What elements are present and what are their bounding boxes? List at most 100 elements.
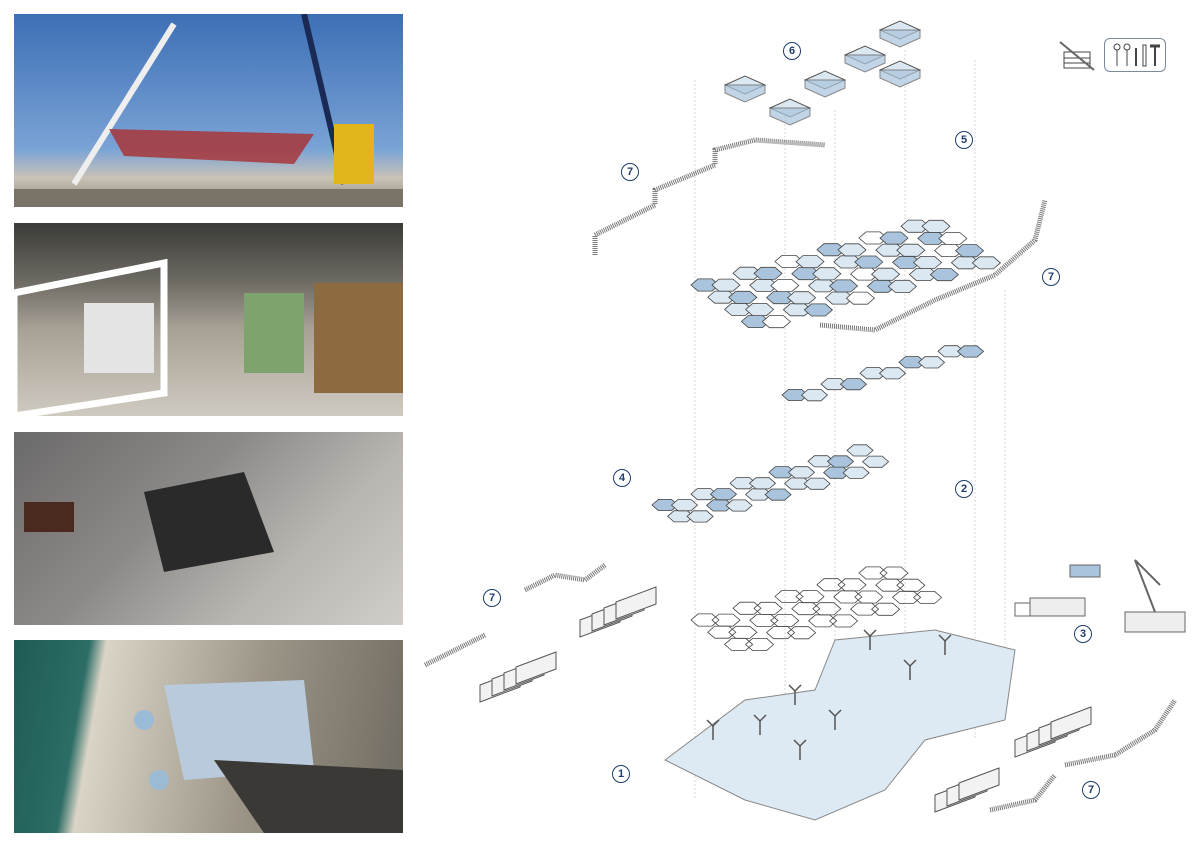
module-hex <box>807 455 835 468</box>
module-hex <box>878 367 907 380</box>
roof-hex <box>753 266 783 280</box>
fence-top-right <box>819 199 1048 333</box>
module-hex <box>800 389 829 402</box>
module-hex <box>803 477 831 490</box>
module-block <box>615 586 657 620</box>
roof-hex <box>971 256 1002 270</box>
structural-hex-frame <box>795 590 825 604</box>
structural-hex-frame <box>791 602 821 616</box>
crane-truck <box>1124 611 1186 633</box>
tree-icon <box>793 739 807 748</box>
roof-hex <box>900 219 930 233</box>
module-hex <box>748 477 777 490</box>
roof-hex <box>837 243 867 257</box>
photo-aerial-completed-terminal <box>14 640 403 833</box>
photo-crane-lifting-roof-image <box>14 14 403 207</box>
module-hex <box>820 378 848 391</box>
structural-hex-frame <box>723 637 754 651</box>
structural-hex-frame <box>690 613 720 627</box>
roof-hex <box>870 267 901 281</box>
label-4-modules: 4 <box>613 469 631 487</box>
lifted-module <box>1069 564 1101 578</box>
module-hex <box>768 466 796 479</box>
photo-aerial-completed-terminal-image <box>134 680 403 833</box>
truck-trailer <box>1029 597 1086 617</box>
diagram-layers <box>423 20 1186 821</box>
tree-icon <box>828 709 842 718</box>
roof-hex <box>954 244 985 258</box>
roof-hex <box>812 267 842 281</box>
module-hex <box>651 498 679 512</box>
no-masonry-icon <box>1059 41 1095 71</box>
module-hex <box>764 488 792 501</box>
roof-hex <box>828 279 859 293</box>
module-hex <box>725 499 753 512</box>
structural-hex-frame <box>849 602 880 616</box>
label-2-structure: 2 <box>955 480 973 498</box>
roof-hex <box>732 266 762 280</box>
structural-hex-frame <box>828 614 859 628</box>
structural-hex-frame <box>879 566 909 580</box>
module-hex <box>709 488 738 501</box>
photo-aerial-site-image <box>24 472 274 572</box>
roof-hex <box>854 255 884 269</box>
structural-hex-frame <box>858 566 888 580</box>
structural-hex-frame <box>896 578 926 592</box>
skylight-base <box>844 54 886 73</box>
skylight-base <box>879 69 921 88</box>
module-hex <box>839 378 868 391</box>
module-hex <box>846 444 874 457</box>
module-hex <box>670 499 699 512</box>
fence-mid-left <box>523 563 607 593</box>
truck-cab <box>1014 602 1031 617</box>
label-3-transport: 3 <box>1074 625 1092 643</box>
module-hex <box>690 488 718 501</box>
module-hex <box>686 510 714 523</box>
skylight-base <box>724 84 766 103</box>
structural-hex-frame <box>728 625 758 639</box>
tree-icon <box>903 659 917 668</box>
tools-icon-glyphs <box>1113 43 1160 67</box>
structural-hex-frame <box>816 578 846 592</box>
fence-top-left <box>592 137 826 255</box>
fence-low-left <box>423 632 487 668</box>
roof-hex <box>858 231 888 245</box>
module-hex <box>937 345 965 358</box>
skylight-base <box>879 29 921 48</box>
tree-icon <box>863 629 877 638</box>
roof-hex <box>887 279 918 293</box>
roof-hex <box>896 243 926 257</box>
module-hex <box>842 466 870 479</box>
photo-crane-lifting-roof <box>14 14 403 207</box>
structural-hex-frame <box>707 625 737 639</box>
icon-group <box>1058 38 1168 72</box>
structural-hex-frame <box>744 638 775 651</box>
module-hex <box>729 477 757 490</box>
label-7-fence: 7 <box>621 163 639 181</box>
label-1-foundation: 1 <box>612 765 630 783</box>
label-6-skylights: 6 <box>783 42 801 60</box>
roof-hex <box>921 219 951 233</box>
skylight-base <box>769 107 811 126</box>
roof-hex <box>744 302 775 317</box>
roof-hex <box>711 278 741 292</box>
roof-hex <box>770 279 800 293</box>
tree-icon <box>938 634 952 643</box>
structural-hex-frame <box>786 626 817 640</box>
structural-hex-frame <box>837 578 867 592</box>
label-7-fence: 7 <box>1042 268 1060 286</box>
structural-hex-frame <box>807 614 838 628</box>
module-hex <box>861 455 890 468</box>
roof-hex <box>690 278 720 292</box>
fence-bottom-right <box>989 773 1057 813</box>
structural-hex-frame <box>912 591 943 604</box>
roof-hex <box>879 231 909 245</box>
roof-hex <box>728 290 758 304</box>
crane-arm <box>1134 559 1161 613</box>
structural-hex-frame <box>854 590 884 604</box>
module-hex <box>917 356 946 369</box>
roof-hex <box>761 315 792 329</box>
structural-hex-frame <box>891 590 922 604</box>
structural-hex-frame <box>875 578 905 592</box>
roof-hex <box>816 243 846 257</box>
